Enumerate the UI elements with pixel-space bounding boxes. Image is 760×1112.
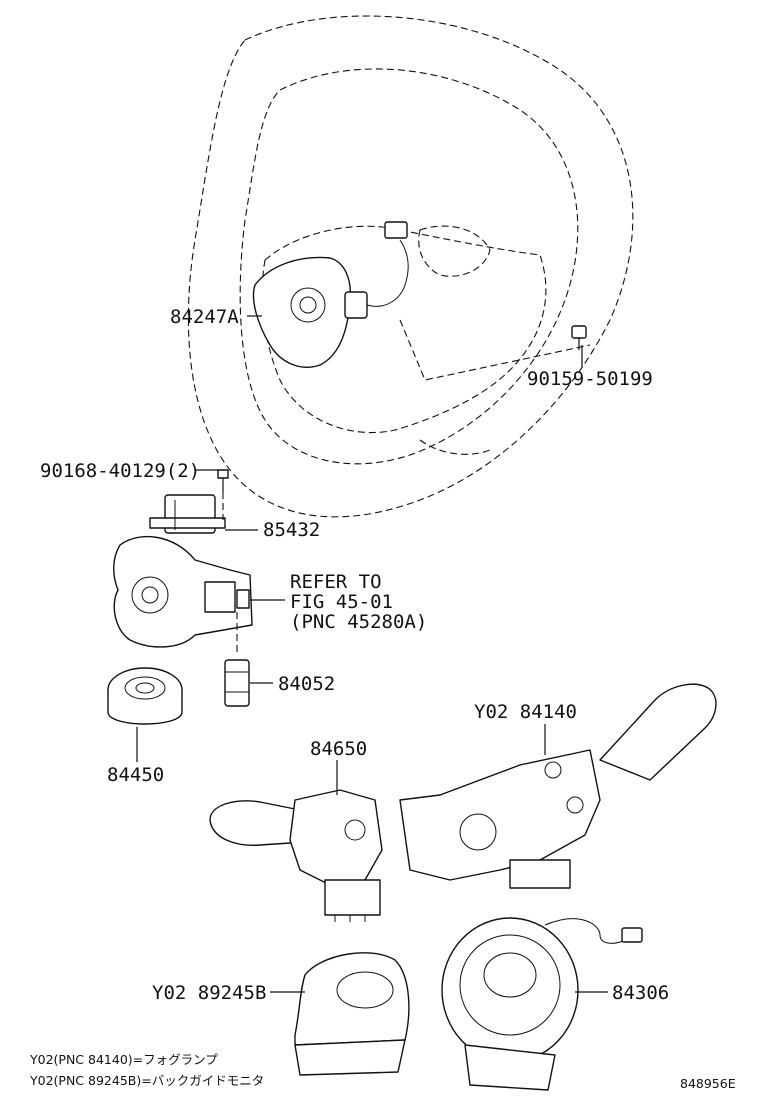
spiral-cable-84306-illustration	[441, 917, 643, 1091]
screw-90159-illustration	[571, 325, 587, 350]
label-pnc-45280a: (PNC 45280A)	[290, 611, 427, 633]
label-84306: 84306	[612, 982, 669, 1004]
label-90159-50199: 90159-50199	[527, 368, 653, 390]
steering-wheel-illustration	[187, 15, 634, 518]
steering-pad-switch-illustration	[252, 221, 409, 368]
note-84140: Y02(PNC 84140)=フォグランプ	[29, 1052, 218, 1067]
screw-90168-illustration	[217, 469, 229, 520]
fog-switch-84140-illustration	[399, 683, 717, 889]
wiper-switch-84650-illustration	[209, 789, 383, 922]
lock-sensor-85432-illustration	[149, 494, 226, 534]
ignition-switch-84450-illustration	[107, 667, 183, 725]
label-84052: 84052	[278, 673, 335, 695]
label-84650: 84650	[310, 738, 367, 760]
cover-89245b-illustration	[294, 952, 410, 1076]
diagram-code: 848956E	[680, 1076, 736, 1091]
lock-body-illustration	[113, 535, 253, 655]
label-84450: 84450	[107, 764, 164, 786]
label-refer-to: REFER TO	[290, 571, 382, 593]
leader-lines	[136, 315, 608, 993]
connector-84052-illustration	[224, 659, 250, 707]
label-fig-45-01: FIG 45-01	[290, 591, 393, 613]
note-89245b: Y02(PNC 89245B)=バックガイドモニタ	[29, 1073, 264, 1088]
label-90168-40129: 90168-40129(2)	[40, 460, 200, 482]
label-85432: 85432	[263, 519, 320, 541]
label-84247a: 84247A	[170, 306, 239, 328]
label-y02-89245b: Y02 89245B	[152, 982, 266, 1004]
label-y02-84140: Y02 84140	[474, 701, 577, 723]
